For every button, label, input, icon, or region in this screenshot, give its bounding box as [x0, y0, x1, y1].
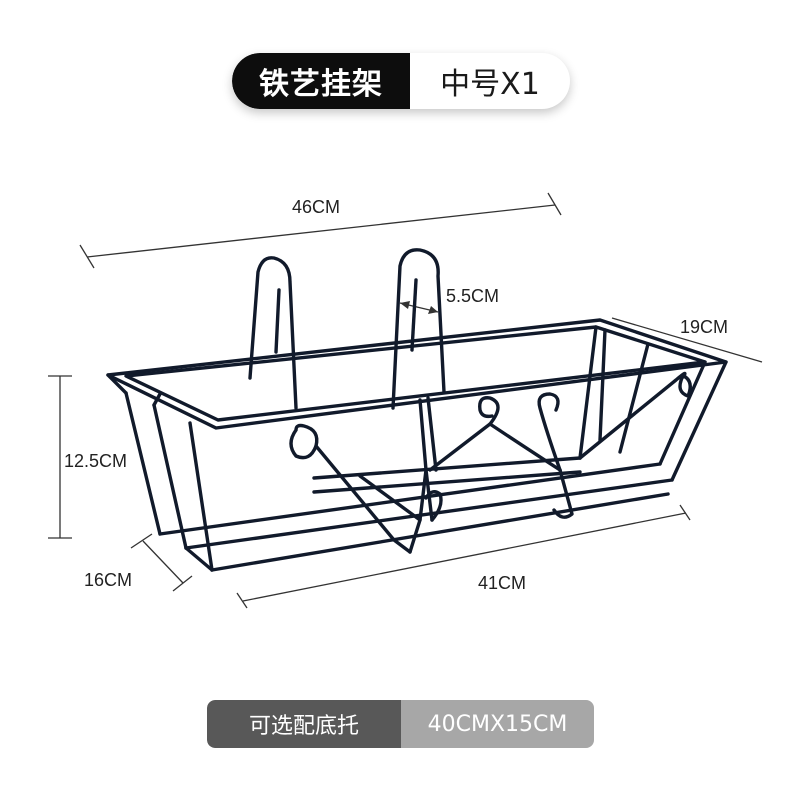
product-name-label: 铁艺挂架	[232, 53, 410, 109]
front-rail-mid	[158, 462, 662, 536]
dim-line-bottom-width	[142, 540, 184, 584]
dim-label-bottom-length: 41CM	[478, 573, 527, 593]
dim-tick	[679, 504, 691, 521]
optional-tray-label: 可选配底托	[207, 700, 401, 748]
left-hook	[248, 256, 298, 410]
optional-tray-pill: 可选配底托 40CMX15CM	[207, 700, 594, 748]
dim-label-bottom-width: 16CM	[84, 570, 133, 590]
title-pill: 铁艺挂架 中号X1	[232, 53, 570, 109]
dim-tick	[236, 592, 248, 609]
dim-tick	[172, 575, 193, 592]
dim-label-top-width: 19CM	[680, 317, 729, 337]
hook-depth-arrows	[400, 301, 438, 314]
optional-tray-size: 40CMX15CM	[401, 700, 594, 748]
front-rail-bottom	[210, 492, 670, 572]
front-rail-low	[184, 478, 674, 550]
dim-line-total-length	[86, 204, 556, 258]
dim-tick	[547, 192, 562, 216]
wire-rack	[106, 248, 728, 572]
dimension-lines	[48, 192, 763, 609]
dim-tick	[130, 533, 153, 549]
dim-label-height: 12.5CM	[64, 451, 128, 471]
quantity-label: 中号X1	[440, 67, 540, 102]
right-hook	[391, 248, 446, 410]
dim-label-total-length: 46CM	[292, 197, 341, 217]
dim-line-bottom-length	[242, 512, 687, 602]
dim-tick	[79, 244, 95, 269]
dim-line-top-width	[611, 317, 763, 363]
dim-label-hook-depth: 5.5CM	[446, 286, 500, 306]
